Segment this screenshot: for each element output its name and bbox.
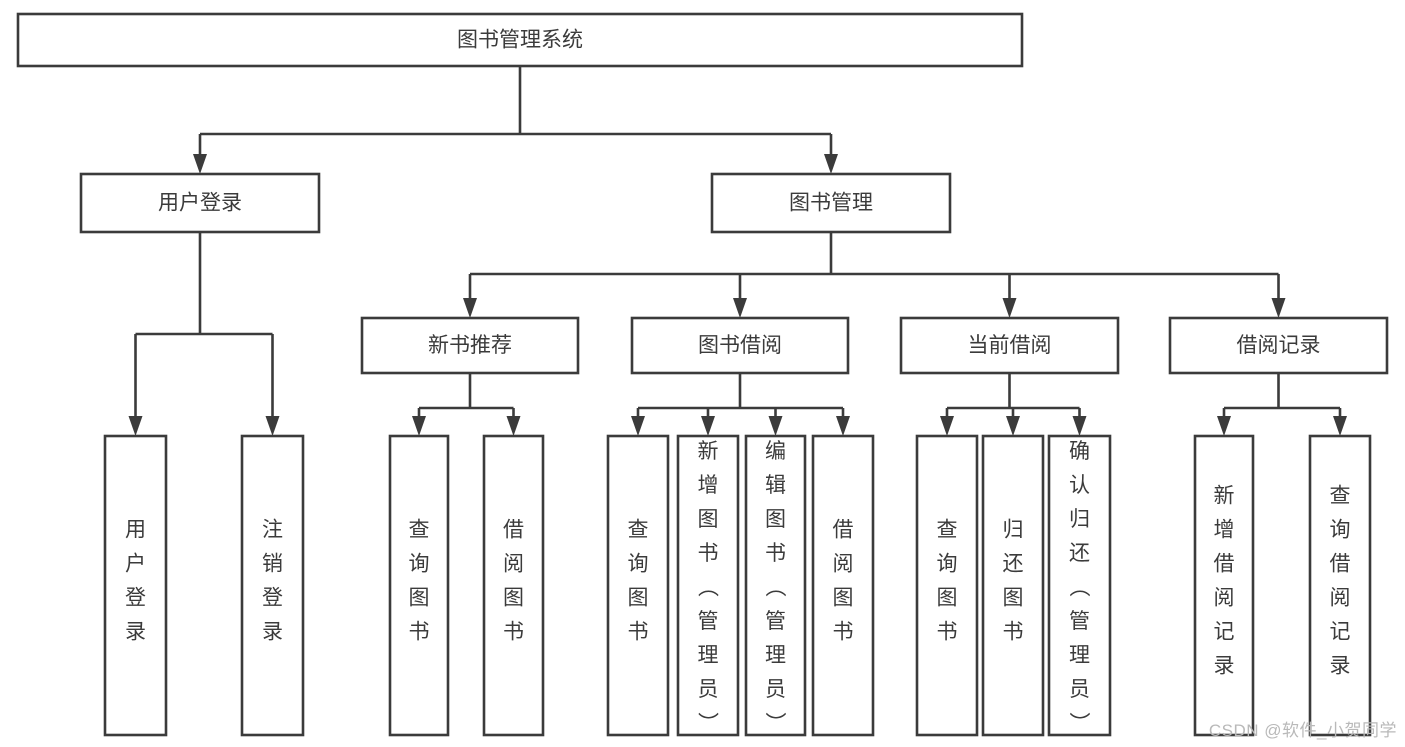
node-box-leaf-edit-book bbox=[744, 434, 807, 737]
node-box-book-borrow bbox=[630, 316, 850, 375]
node-label-leaf-query-book-3: 查询图书 bbox=[937, 519, 958, 644]
arrow-head-icon bbox=[1217, 416, 1231, 436]
node-book-borrow[interactable]: 图书借阅 bbox=[630, 316, 850, 375]
arrow-head-icon bbox=[701, 416, 715, 436]
node-leaf-edit-book[interactable]: 编辑图书（管理员） bbox=[744, 434, 807, 737]
node-label-leaf-query-record: 查询借阅记录 bbox=[1330, 485, 1351, 678]
edges-layer bbox=[128, 66, 1347, 436]
node-box-leaf-add-record bbox=[1193, 434, 1255, 737]
arrow-head-icon bbox=[768, 416, 783, 436]
node-box-leaf-borrow-book-1 bbox=[482, 434, 545, 737]
node-box-borrow-record bbox=[1168, 316, 1389, 375]
node-leaf-return-book[interactable]: 归还图书 bbox=[981, 434, 1045, 737]
node-leaf-add-record[interactable]: 新增借阅记录 bbox=[1193, 434, 1255, 737]
arrow-head-icon bbox=[1006, 416, 1020, 436]
node-label-leaf-return-book: 归还图书 bbox=[1003, 519, 1024, 644]
node-box-leaf-user-login bbox=[103, 434, 168, 737]
node-box-root bbox=[16, 12, 1024, 68]
arrow-head-icon bbox=[836, 416, 850, 436]
node-book-manage[interactable]: 图书管理 bbox=[710, 172, 952, 234]
arrow-head-icon bbox=[940, 416, 954, 436]
node-label-leaf-query-book-1: 查询图书 bbox=[409, 519, 430, 644]
node-box-leaf-query-book-3 bbox=[915, 434, 979, 737]
node-label-user-login: 用户登录 bbox=[158, 192, 242, 215]
watermark-label: CSDN @软件_小贺同学 bbox=[1208, 721, 1397, 740]
node-box-leaf-return-book bbox=[981, 434, 1045, 737]
arrow-head-icon bbox=[733, 298, 747, 318]
arrow-head-icon bbox=[265, 416, 280, 436]
node-box-current-borrow bbox=[899, 316, 1120, 375]
node-leaf-query-record[interactable]: 查询借阅记录 bbox=[1308, 434, 1372, 737]
arrow-head-icon bbox=[128, 416, 143, 436]
node-box-leaf-query-book-2 bbox=[606, 434, 670, 737]
edge-group-current-borrow bbox=[940, 373, 1087, 436]
node-leaf-query-book-3[interactable]: 查询图书 bbox=[915, 434, 979, 737]
node-user-login[interactable]: 用户登录 bbox=[79, 172, 321, 234]
edge-group-book-manage bbox=[463, 232, 1286, 318]
node-leaf-query-book-1[interactable]: 查询图书 bbox=[388, 434, 450, 737]
node-box-new-book-rec bbox=[360, 316, 580, 375]
node-root[interactable]: 图书管理系统 bbox=[16, 12, 1024, 68]
node-label-book-borrow: 图书借阅 bbox=[698, 334, 782, 357]
edge-group-user-login bbox=[128, 232, 280, 436]
node-label-leaf-confirm-return: 确认归还（管理员） bbox=[1069, 440, 1091, 735]
node-label-leaf-edit-book: 编辑图书（管理员） bbox=[765, 440, 787, 735]
node-box-leaf-query-book-1 bbox=[388, 434, 450, 737]
edge-group-borrow-record bbox=[1217, 373, 1347, 436]
arrow-head-icon bbox=[1072, 416, 1087, 436]
edge-group-new-book-rec bbox=[412, 373, 521, 436]
node-label-leaf-add-book: 新增图书（管理员） bbox=[698, 440, 720, 735]
arrow-head-icon bbox=[463, 298, 477, 318]
node-box-leaf-add-book bbox=[676, 434, 740, 737]
node-label-borrow-record: 借阅记录 bbox=[1237, 334, 1321, 357]
node-leaf-logout[interactable]: 注销登录 bbox=[240, 434, 305, 737]
node-new-book-rec[interactable]: 新书推荐 bbox=[360, 316, 580, 375]
arrow-head-icon bbox=[1333, 416, 1347, 436]
arrow-head-icon bbox=[1271, 298, 1286, 318]
node-label-new-book-rec: 新书推荐 bbox=[428, 334, 512, 357]
node-box-user-login bbox=[79, 172, 321, 234]
node-label-root: 图书管理系统 bbox=[457, 29, 583, 52]
node-leaf-borrow-book-2[interactable]: 借阅图书 bbox=[811, 434, 875, 737]
node-label-leaf-borrow-book-1: 借阅图书 bbox=[503, 519, 524, 644]
node-label-leaf-borrow-book-2: 借阅图书 bbox=[833, 519, 854, 644]
node-label-leaf-user-login: 用户登录 bbox=[125, 519, 146, 644]
arrow-head-icon bbox=[412, 416, 426, 436]
node-leaf-borrow-book-1[interactable]: 借阅图书 bbox=[482, 434, 545, 737]
node-label-leaf-query-book-2: 查询图书 bbox=[628, 519, 649, 644]
node-box-book-manage bbox=[710, 172, 952, 234]
node-label-current-borrow: 当前借阅 bbox=[968, 334, 1052, 357]
node-box-leaf-logout bbox=[240, 434, 305, 737]
edge-group-book-borrow bbox=[631, 373, 850, 436]
edge-group-root bbox=[193, 66, 838, 174]
arrow-head-icon bbox=[193, 154, 207, 174]
node-label-book-manage: 图书管理 bbox=[789, 192, 873, 215]
nodes-layer: 图书管理系统用户登录图书管理新书推荐图书借阅当前借阅借阅记录用户登录注销登录查询… bbox=[16, 12, 1389, 737]
node-current-borrow[interactable]: 当前借阅 bbox=[899, 316, 1120, 375]
node-label-leaf-logout: 注销登录 bbox=[262, 519, 283, 644]
node-box-leaf-confirm-return bbox=[1047, 434, 1112, 737]
node-box-leaf-query-record bbox=[1308, 434, 1372, 737]
node-leaf-user-login[interactable]: 用户登录 bbox=[103, 434, 168, 737]
node-leaf-query-book-2[interactable]: 查询图书 bbox=[606, 434, 670, 737]
node-borrow-record[interactable]: 借阅记录 bbox=[1168, 316, 1389, 375]
node-leaf-confirm-return[interactable]: 确认归还（管理员） bbox=[1047, 434, 1112, 737]
arrow-head-icon bbox=[824, 154, 838, 174]
arrow-head-icon bbox=[631, 416, 645, 436]
arrow-head-icon bbox=[506, 416, 521, 436]
node-label-leaf-add-record: 新增借阅记录 bbox=[1214, 485, 1235, 678]
arrow-head-icon bbox=[1002, 298, 1017, 318]
node-box-leaf-borrow-book-2 bbox=[811, 434, 875, 737]
node-leaf-add-book[interactable]: 新增图书（管理员） bbox=[676, 434, 740, 737]
